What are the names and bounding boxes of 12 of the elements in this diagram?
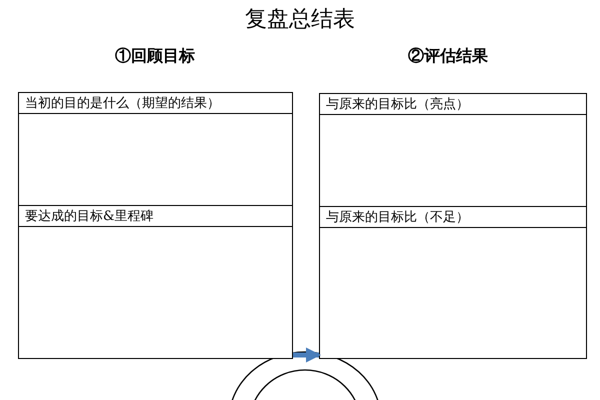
table-cell [319,206,587,359]
column-heading: ①回顾目标 [114,46,196,67]
column-heading: ②评估结果 [407,46,489,67]
arrow [293,348,321,362]
cell-heading: 与原来的目标比（不足） [320,207,586,228]
table-cell [319,93,587,207]
cell-heading: 与原来的目标比（亮点） [320,94,586,115]
cell-heading: 要达成的目标&里程碑 [19,206,292,227]
title: 复盘总结表 [244,6,356,34]
table-cell [18,92,293,206]
table-cell [18,205,293,359]
cell-heading: 当初的目的是什么（期望的结果） [19,93,292,114]
